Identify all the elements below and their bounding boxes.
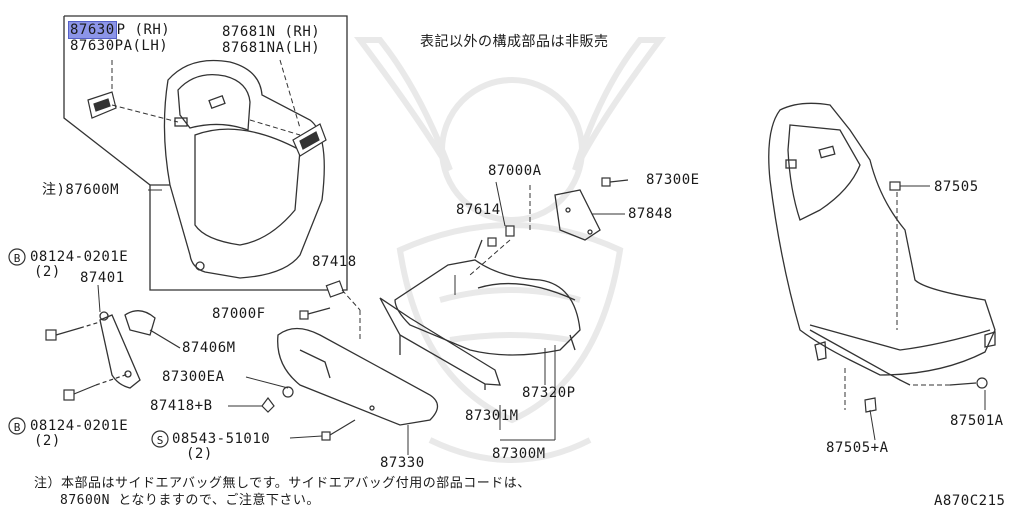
right-fasteners-drawing bbox=[864, 181, 988, 413]
callout-87630p-highlight: 87630 bbox=[68, 21, 117, 39]
figure-id: A870C215 bbox=[934, 493, 1006, 509]
footnote-line-1: 注）本部品はサイドエアバッグ無しです。サイドエアバッグ付用の部品コードは、 bbox=[34, 476, 531, 491]
bolt-symbol-top: B bbox=[14, 252, 21, 265]
callout-87406m[interactable]: 87406M bbox=[182, 340, 236, 356]
screw-marker: S bbox=[151, 430, 169, 448]
callout-87600m[interactable]: 注)87600M bbox=[42, 182, 120, 198]
callout-87681na[interactable]: 87681NA(LH) bbox=[222, 40, 321, 56]
leader-lines-inset bbox=[111, 59, 301, 136]
callout-08124-bottom[interactable]: 08124-0201E bbox=[30, 418, 129, 434]
bolt-marker-top: B bbox=[8, 248, 26, 266]
small-fasteners-drawing bbox=[261, 177, 629, 441]
callout-08124-top-qty: (2) bbox=[34, 264, 61, 280]
callout-08124-bottom-qty: (2) bbox=[34, 433, 61, 449]
seat-cushion-frame-drawing bbox=[379, 189, 601, 390]
callout-87630p-suffix: P (RH) bbox=[116, 22, 171, 38]
callout-87630pa[interactable]: 87630PA(LH) bbox=[70, 38, 169, 54]
leader-lines-center bbox=[341, 185, 531, 340]
callout-87848[interactable]: 87848 bbox=[628, 206, 673, 222]
seat-back-cover-drawing bbox=[150, 59, 325, 279]
callout-87401[interactable]: 87401 bbox=[80, 270, 125, 286]
screw-symbol: S bbox=[157, 434, 164, 447]
callout-87320p[interactable]: 87320P bbox=[522, 385, 576, 401]
callout-87301m[interactable]: 87301M bbox=[465, 408, 519, 424]
callout-87505a[interactable]: 87505+A bbox=[826, 440, 889, 456]
side-cover-drawing bbox=[277, 327, 439, 426]
bolt-symbol-bottom: B bbox=[14, 421, 21, 434]
callout-lines-center bbox=[228, 181, 625, 455]
callout-87300ea[interactable]: 87300EA bbox=[162, 369, 225, 385]
footnote-line-2: 87600N となりますので、ご注意下さい。 bbox=[60, 493, 320, 508]
callout-08124-top[interactable]: 08124-0201E bbox=[30, 249, 129, 265]
inset-frame bbox=[63, 15, 348, 291]
bolt-marker-bottom: B bbox=[8, 417, 26, 435]
callout-87000a[interactable]: 87000A bbox=[488, 163, 542, 179]
recliner-cover-drawing bbox=[99, 310, 181, 389]
escutcheon-lh-drawing bbox=[292, 123, 327, 157]
callout-87505[interactable]: 87505 bbox=[934, 179, 979, 195]
callout-lines-right bbox=[869, 185, 986, 441]
bolt-top-drawing bbox=[45, 321, 101, 341]
bolt-bottom-drawing bbox=[63, 373, 129, 401]
callout-87330[interactable]: 87330 bbox=[380, 455, 425, 471]
leader-lines-right bbox=[844, 192, 950, 410]
callout-87418b[interactable]: 87418+B bbox=[150, 398, 213, 414]
callout-87000f[interactable]: 87000F bbox=[212, 306, 266, 322]
callout-87300m[interactable]: 87300M bbox=[492, 446, 546, 462]
escutcheon-rh-drawing bbox=[87, 91, 117, 119]
callout-87681n[interactable]: 87681N (RH) bbox=[222, 24, 321, 40]
watermark-emblem bbox=[354, 37, 666, 463]
callout-87501a[interactable]: 87501A bbox=[950, 413, 1004, 429]
callout-08543[interactable]: 08543-51010 bbox=[172, 431, 271, 447]
header-note: 表記以外の構成部品は非販売 bbox=[420, 34, 609, 50]
callout-87614[interactable]: 87614 bbox=[456, 202, 501, 218]
callout-08543-qty: (2) bbox=[186, 446, 213, 462]
callout-87300e[interactable]: 87300E bbox=[646, 172, 700, 188]
callout-87418[interactable]: 87418 bbox=[312, 254, 357, 270]
full-seat-assembly-drawing bbox=[768, 102, 996, 386]
